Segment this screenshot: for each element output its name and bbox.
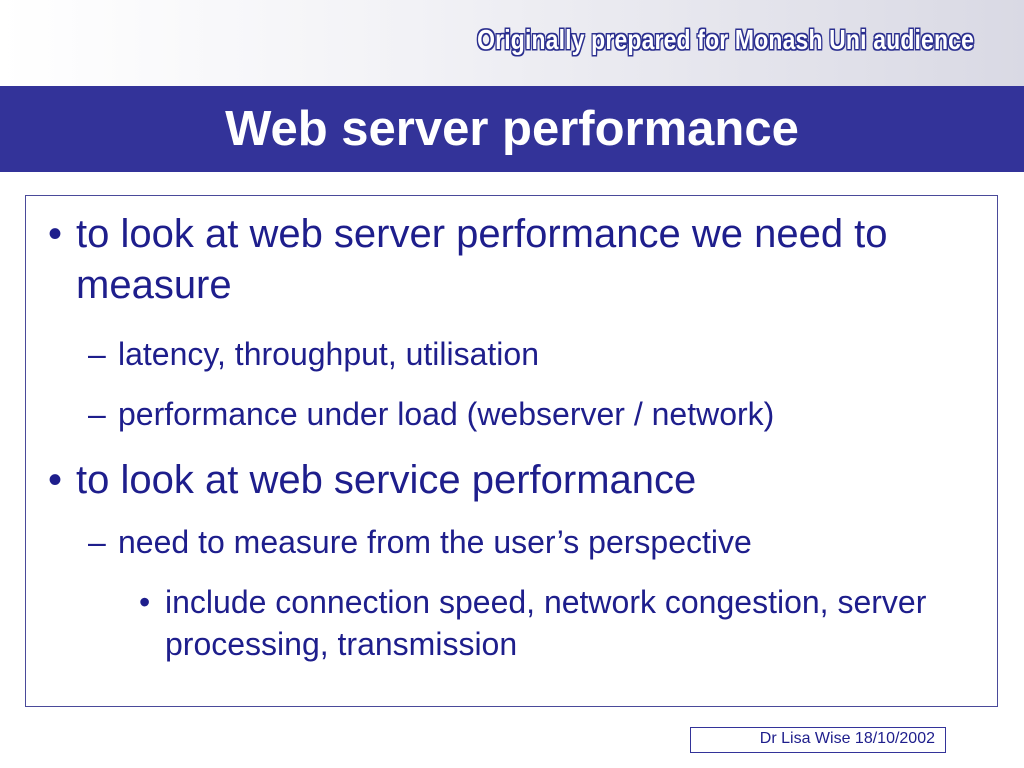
- bullet-text: to look at web service performance: [76, 458, 697, 502]
- dash-marker: –: [88, 396, 106, 432]
- slide-title: Web server performance: [225, 102, 799, 156]
- dash-marker: –: [88, 524, 106, 560]
- sub-bullet-text: latency, throughput, utilisation: [118, 336, 539, 372]
- bullet-marker: •: [48, 458, 63, 502]
- footer-author-date: Dr Lisa Wise 18/10/2002: [690, 727, 946, 753]
- audience-banner: Originally prepared for Monash Uni audie…: [477, 24, 974, 55]
- dash-marker: –: [88, 336, 106, 372]
- header-band: [0, 0, 1024, 86]
- bullet-marker: •: [48, 212, 63, 256]
- bullet-text: to look at web server performance we nee…: [76, 212, 888, 307]
- bullet-marker: •: [139, 584, 151, 620]
- title-bar: [0, 86, 1024, 172]
- content-box: [25, 195, 998, 707]
- sub-bullet-text: performance under load (webserver / netw…: [118, 396, 775, 432]
- sub-sub-bullet-text: include connection speed, network conges…: [165, 584, 927, 662]
- sub-bullet-text: need to measure from the user’s perspect…: [118, 524, 752, 560]
